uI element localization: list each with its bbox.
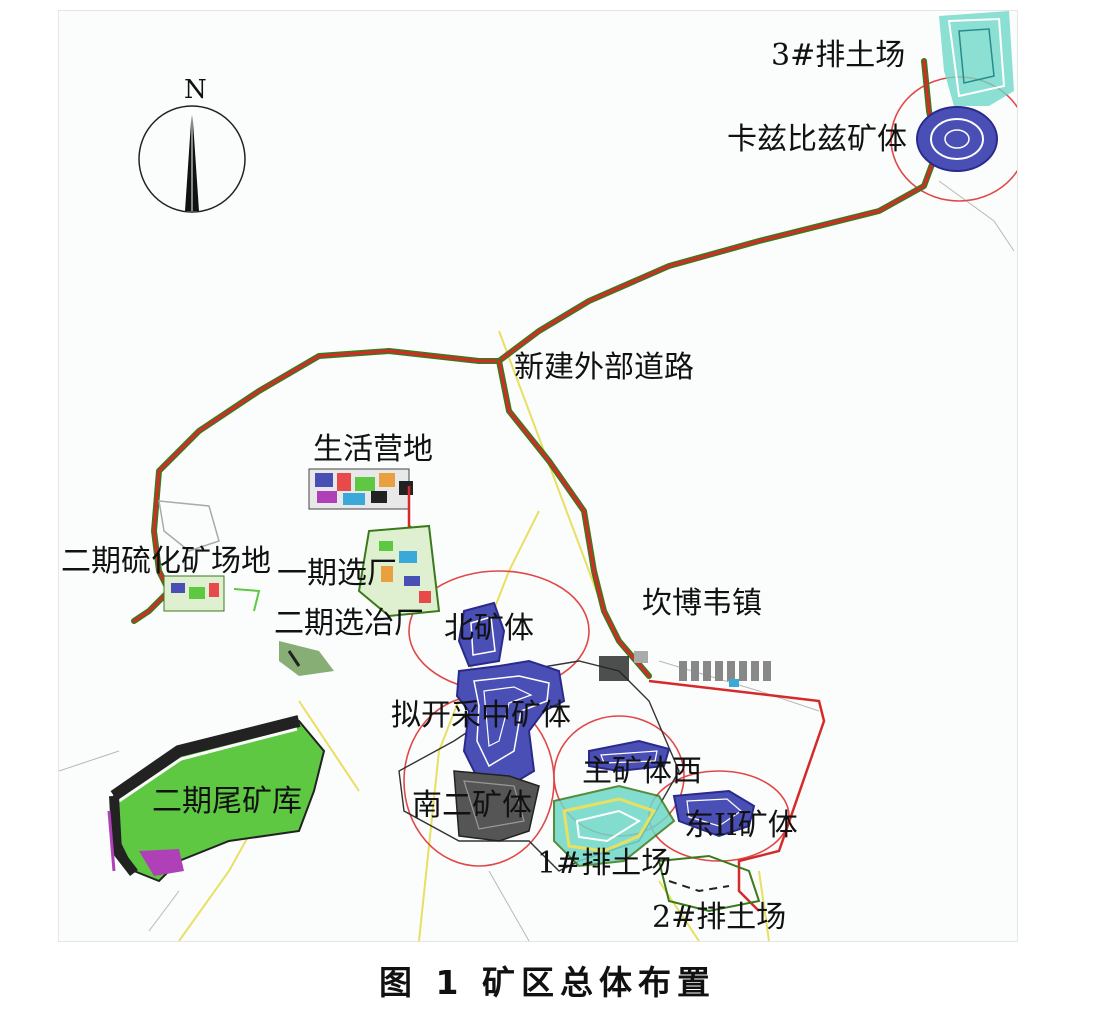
label-main-orebody-west: 主矿体西	[582, 754, 702, 789]
dump1-shape	[553, 784, 676, 868]
area-boundary	[648, 679, 826, 912]
kazibizi-orebody-shape	[916, 106, 998, 172]
mine-map: N 3#排土场 卡兹比兹矿体 新建外部道路 生活营地 二期硫化矿场地 一期选厂 …	[58, 10, 1018, 942]
label-kanbowei-town: 坎博韦镇	[642, 586, 762, 621]
middle-orebody-shape	[455, 659, 566, 788]
label-phase2-tailings: 二期尾矿库	[152, 784, 302, 819]
label-new-external-road: 新建外部道路	[514, 350, 694, 385]
label-phase1-mill: 一期选厂	[277, 556, 397, 591]
external-road	[131, 58, 940, 679]
label-phase2-mill-smelter: 二期选冶厂	[274, 606, 424, 641]
north-orebody-shape	[457, 601, 506, 668]
north-arrow-icon	[138, 105, 246, 213]
kanbowei-town-shape	[599, 651, 771, 687]
phase1-mill-shape	[357, 524, 441, 618]
phase2-mill-shape	[279, 641, 334, 676]
label-kazibizi-orebody: 卡兹比兹矿体	[727, 122, 907, 157]
label-dump3: 3#排土场	[771, 38, 906, 73]
label-planned-middle-orebody: 拟开采中矿体	[391, 698, 571, 733]
phase2-tailings-shape	[107, 715, 326, 883]
label-north-orebody: 北矿体	[444, 611, 534, 646]
main-orebody-west-shape	[588, 739, 671, 773]
map-drawing	[59, 11, 1017, 941]
label-dump1: 1#排土场	[537, 846, 672, 881]
south2-orebody-shape	[453, 770, 540, 842]
figure-caption: 图 1 矿区总体布置	[379, 963, 716, 1002]
label-east2-orebody: 东II矿体	[684, 808, 798, 843]
label-south2-orebody: 南二矿体	[412, 788, 532, 823]
living-camp-shape	[308, 468, 431, 611]
phase2-sulfide-site-shape	[158, 500, 261, 612]
label-phase2-sulfide-site: 二期硫化矿场地	[61, 544, 271, 579]
east2-orebody-shape	[672, 789, 756, 838]
north-label: N	[184, 75, 207, 105]
label-dump2: 2#排土场	[652, 900, 787, 935]
label-living-camp: 生活营地	[313, 432, 433, 467]
dump3-shape	[939, 11, 1014, 106]
dump2-shape	[657, 854, 761, 913]
